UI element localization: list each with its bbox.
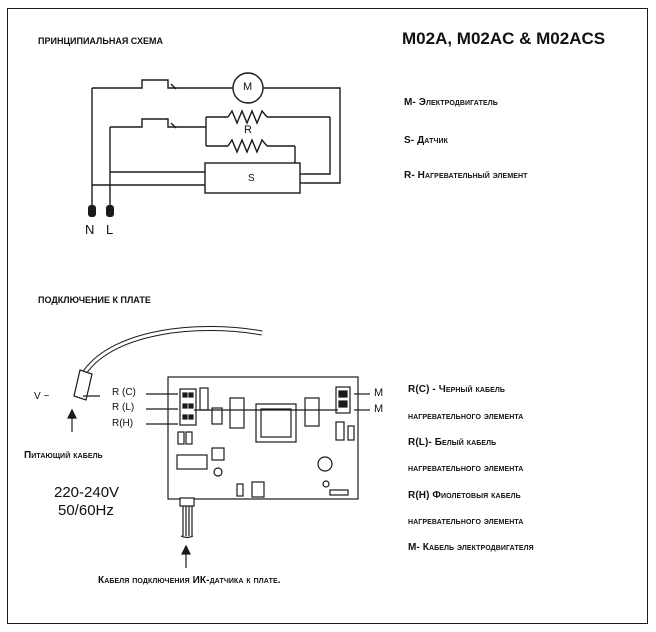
voltage-value: 220-240V [54, 484, 120, 501]
cable-sleeve [73, 369, 93, 401]
schematic-title: ПРИНЦИПИАЛЬНАЯ СХЕМА [38, 36, 163, 46]
wiring-legend-line-2: нагревательного элемента [408, 411, 524, 422]
resistor-bottom [227, 138, 268, 154]
heater-branch-wire [110, 118, 206, 128]
frequency-value: 50/60Hz [58, 502, 114, 519]
capacitor [229, 397, 245, 429]
wiring-legend-line-1: R(C) - Черный кабель [408, 384, 506, 395]
legend-heater: R- Нагревательный элемент [404, 170, 528, 181]
heater-switch [170, 122, 177, 129]
heater-connector [179, 388, 197, 426]
terminal-n [88, 205, 96, 217]
label-rh: R(H) [112, 418, 134, 429]
sensor-label: S [248, 173, 255, 184]
motor-branch-wire [92, 79, 233, 89]
voltage-symbol: V ~ [34, 391, 50, 402]
resistor-top [227, 109, 268, 125]
motor-switch [170, 83, 177, 90]
document-frame [7, 8, 648, 624]
supply-cable-label: Питающий кабель [24, 450, 103, 461]
label-rc: R (C) [112, 387, 136, 398]
wiring-legend-line-6: нагревательного элемента [408, 516, 524, 527]
line-label: L [106, 222, 114, 237]
heater-return-wire [305, 117, 331, 175]
wiring-legend-line-3: R(L)- Белый кабель [408, 437, 497, 448]
ir-cable-plug [179, 497, 195, 507]
transformer [255, 403, 297, 443]
legend-motor: M- Электродвигатель [404, 97, 498, 108]
motor-label: M [243, 81, 253, 93]
terminal-l [106, 205, 114, 217]
circuit-board [167, 376, 359, 500]
motor-connector [335, 386, 351, 414]
board-title: ПОДКЛЮЧЕНИЕ К ПЛАТЕ [38, 295, 151, 305]
neutral-label: N [85, 222, 95, 237]
label-m-1: M [374, 387, 384, 399]
ir-cable-label: Кабеля подключения ИК-датчика к плате. [98, 575, 281, 586]
motor-return-wire [263, 87, 341, 184]
label-rl: R (L) [112, 402, 135, 413]
wiring-legend-line-5: R(H) Фиолетовыя кабель [408, 490, 521, 501]
wiring-legend-line-4: нагревательного элемента [408, 463, 524, 474]
model-title: M02A, M02AC & M02ACS [402, 29, 606, 48]
sensor-box [204, 162, 301, 194]
legend-sensor: S- Датчик [404, 135, 449, 146]
wiring-legend-line-7: M- Кабель электродвигателя [408, 542, 534, 553]
label-m-2: M [374, 403, 384, 415]
resistor-label: R [244, 124, 252, 136]
